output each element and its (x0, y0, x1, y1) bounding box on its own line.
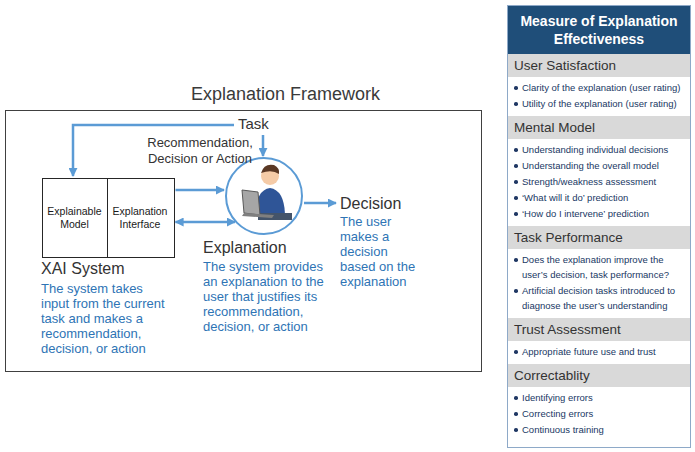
bullet-dot (514, 350, 518, 354)
component-box: Explainable Model (43, 179, 108, 257)
bullet-list: Does the explanation improve the user’s … (508, 249, 690, 318)
xai-system-box: XAI SystemThe system takes input from th… (42, 178, 175, 258)
measure-section: Trust AssessmentAppropriate future use a… (508, 318, 690, 364)
user-body (256, 188, 285, 214)
panel-title: Measure of Explanation Effectiveness (514, 12, 684, 48)
system-description: The system takes input from the current … (41, 281, 169, 356)
bullet-dot (514, 396, 518, 400)
bullet-item: Does the explanation improve the user’s … (522, 252, 687, 282)
component-label: Explanation Interface (112, 205, 169, 231)
bullet-text: Understanding individual decisions (522, 142, 687, 157)
label-holder: Task (238, 115, 269, 133)
bullet-text: Does the explanation improve the user’s … (522, 252, 687, 282)
bullet-list: Clarity of the explanation (user rating)… (508, 77, 690, 116)
bullet-item: Artificial decision tasks introduced to … (522, 283, 687, 313)
frame-title: Explanation Framework (191, 84, 380, 105)
stage-description: The user makes a decision based on the e… (340, 214, 422, 289)
bullet-item: Strength/weakness assessment (522, 174, 687, 189)
bullet-item: Understanding the overall model (522, 158, 687, 173)
bullet-dot (514, 148, 518, 152)
bullet-item: Utility of the explanation (user rating) (522, 96, 687, 111)
task-label: Task (238, 115, 269, 133)
bullet-item: Understanding individual decisions (522, 142, 687, 157)
task-to-model-arrow (73, 125, 234, 176)
bullet-text: Continuous training (522, 422, 687, 437)
frame-caption: Explanation Framework (191, 84, 380, 105)
bullet-text: Correcting errors (522, 406, 687, 421)
bullet-item: ‘How do I intervene’ prediction (522, 206, 687, 221)
stage-heading: Decision (340, 194, 401, 213)
measure-section: User SatisfactionClarity of the explanat… (508, 54, 690, 116)
bullet-item: Identifying errors (522, 390, 687, 405)
bullet-text: Clarity of the explanation (user rating) (522, 80, 687, 95)
bullet-dot (514, 86, 518, 90)
section-band: Trust Assessment (508, 318, 690, 341)
bullet-text: ‘How do I intervene’ prediction (522, 206, 687, 221)
user-hair (261, 165, 279, 174)
measure-section: Mental ModelUnderstanding individual dec… (508, 116, 690, 226)
bullet-item: ‘What will it do’ prediction (522, 190, 687, 205)
section-band: Correctablity (508, 364, 690, 387)
bullet-text: Identifying errors (522, 390, 687, 405)
bullet-dot (514, 428, 518, 432)
decision-arrow (304, 202, 336, 205)
bullet-text: ‘What will it do’ prediction (522, 190, 687, 205)
bullet-text: Artificial decision tasks introduced to … (522, 283, 687, 313)
bullet-dot (514, 289, 518, 293)
section-heading: Task Performance (514, 229, 684, 246)
flow-label: Recommendation, Decision or Action (146, 135, 254, 167)
stage-description: The system provides an explanation to th… (203, 259, 331, 334)
bullet-item: Correcting errors (522, 406, 687, 421)
measures-panel: Measure of Explanation EffectivenessUser… (507, 5, 691, 448)
bullet-text: Strength/weakness assessment (522, 174, 687, 189)
bullet-dot (514, 212, 518, 216)
recommendation-arrow (176, 189, 225, 192)
bullet-dot (514, 102, 518, 106)
bullet-item: Appropriate future use and trust (522, 344, 687, 359)
bullet-item: Clarity of the explanation (user rating) (522, 80, 687, 95)
xai-caption: XAI SystemThe system takes input from th… (41, 259, 169, 356)
user-circle (226, 158, 302, 234)
panel-header: Measure of Explanation Effectiveness (508, 6, 690, 54)
bullet-item: Continuous training (522, 422, 687, 437)
system-heading: XAI System (41, 259, 169, 279)
component-box: Explanation Interface (108, 179, 173, 257)
task-to-user-arrow (262, 135, 265, 156)
section-heading: Mental Model (514, 119, 684, 136)
bullet-text: Utility of the explanation (user rating) (522, 96, 687, 111)
measure-section: Task PerformanceDoes the explanation imp… (508, 226, 690, 318)
bullet-dot (514, 164, 518, 168)
bullet-list: Understanding individual decisionsUnders… (508, 139, 690, 226)
laptop-screen (242, 190, 260, 215)
bullet-list: Appropriate future use and trust (508, 341, 690, 364)
label-holder: Decision (340, 194, 401, 213)
label-holder: Recommendation, Decision or Action (146, 135, 254, 167)
bullet-dot (514, 258, 518, 262)
bullet-dot (514, 180, 518, 184)
measure-section: CorrectablityIdentifying errorsCorrectin… (508, 364, 690, 442)
section-band: Mental Model (508, 116, 690, 139)
section-heading: Correctablity (514, 367, 684, 384)
stage-heading: Explanation (203, 238, 287, 257)
label-holder: Explanation (203, 238, 287, 257)
bullet-dot (514, 412, 518, 416)
explanation-arrow (176, 221, 236, 224)
bullet-list: Identifying errorsCorrecting errorsConti… (508, 387, 690, 442)
section-band: User Satisfaction (508, 54, 690, 77)
bullet-text: Appropriate future use and trust (522, 344, 687, 359)
user-icon (226, 158, 302, 234)
component-label: Explainable Model (47, 205, 103, 231)
section-heading: Trust Assessment (514, 321, 684, 338)
section-heading: User Satisfaction (514, 57, 684, 74)
section-band: Task Performance (508, 226, 690, 249)
label-holder: The user makes a decision based on the e… (340, 214, 422, 289)
label-holder: The system provides an explanation to th… (203, 259, 331, 334)
bullet-text: Understanding the overall model (522, 158, 687, 173)
bullet-dot (514, 196, 518, 200)
laptop-base (242, 213, 274, 218)
